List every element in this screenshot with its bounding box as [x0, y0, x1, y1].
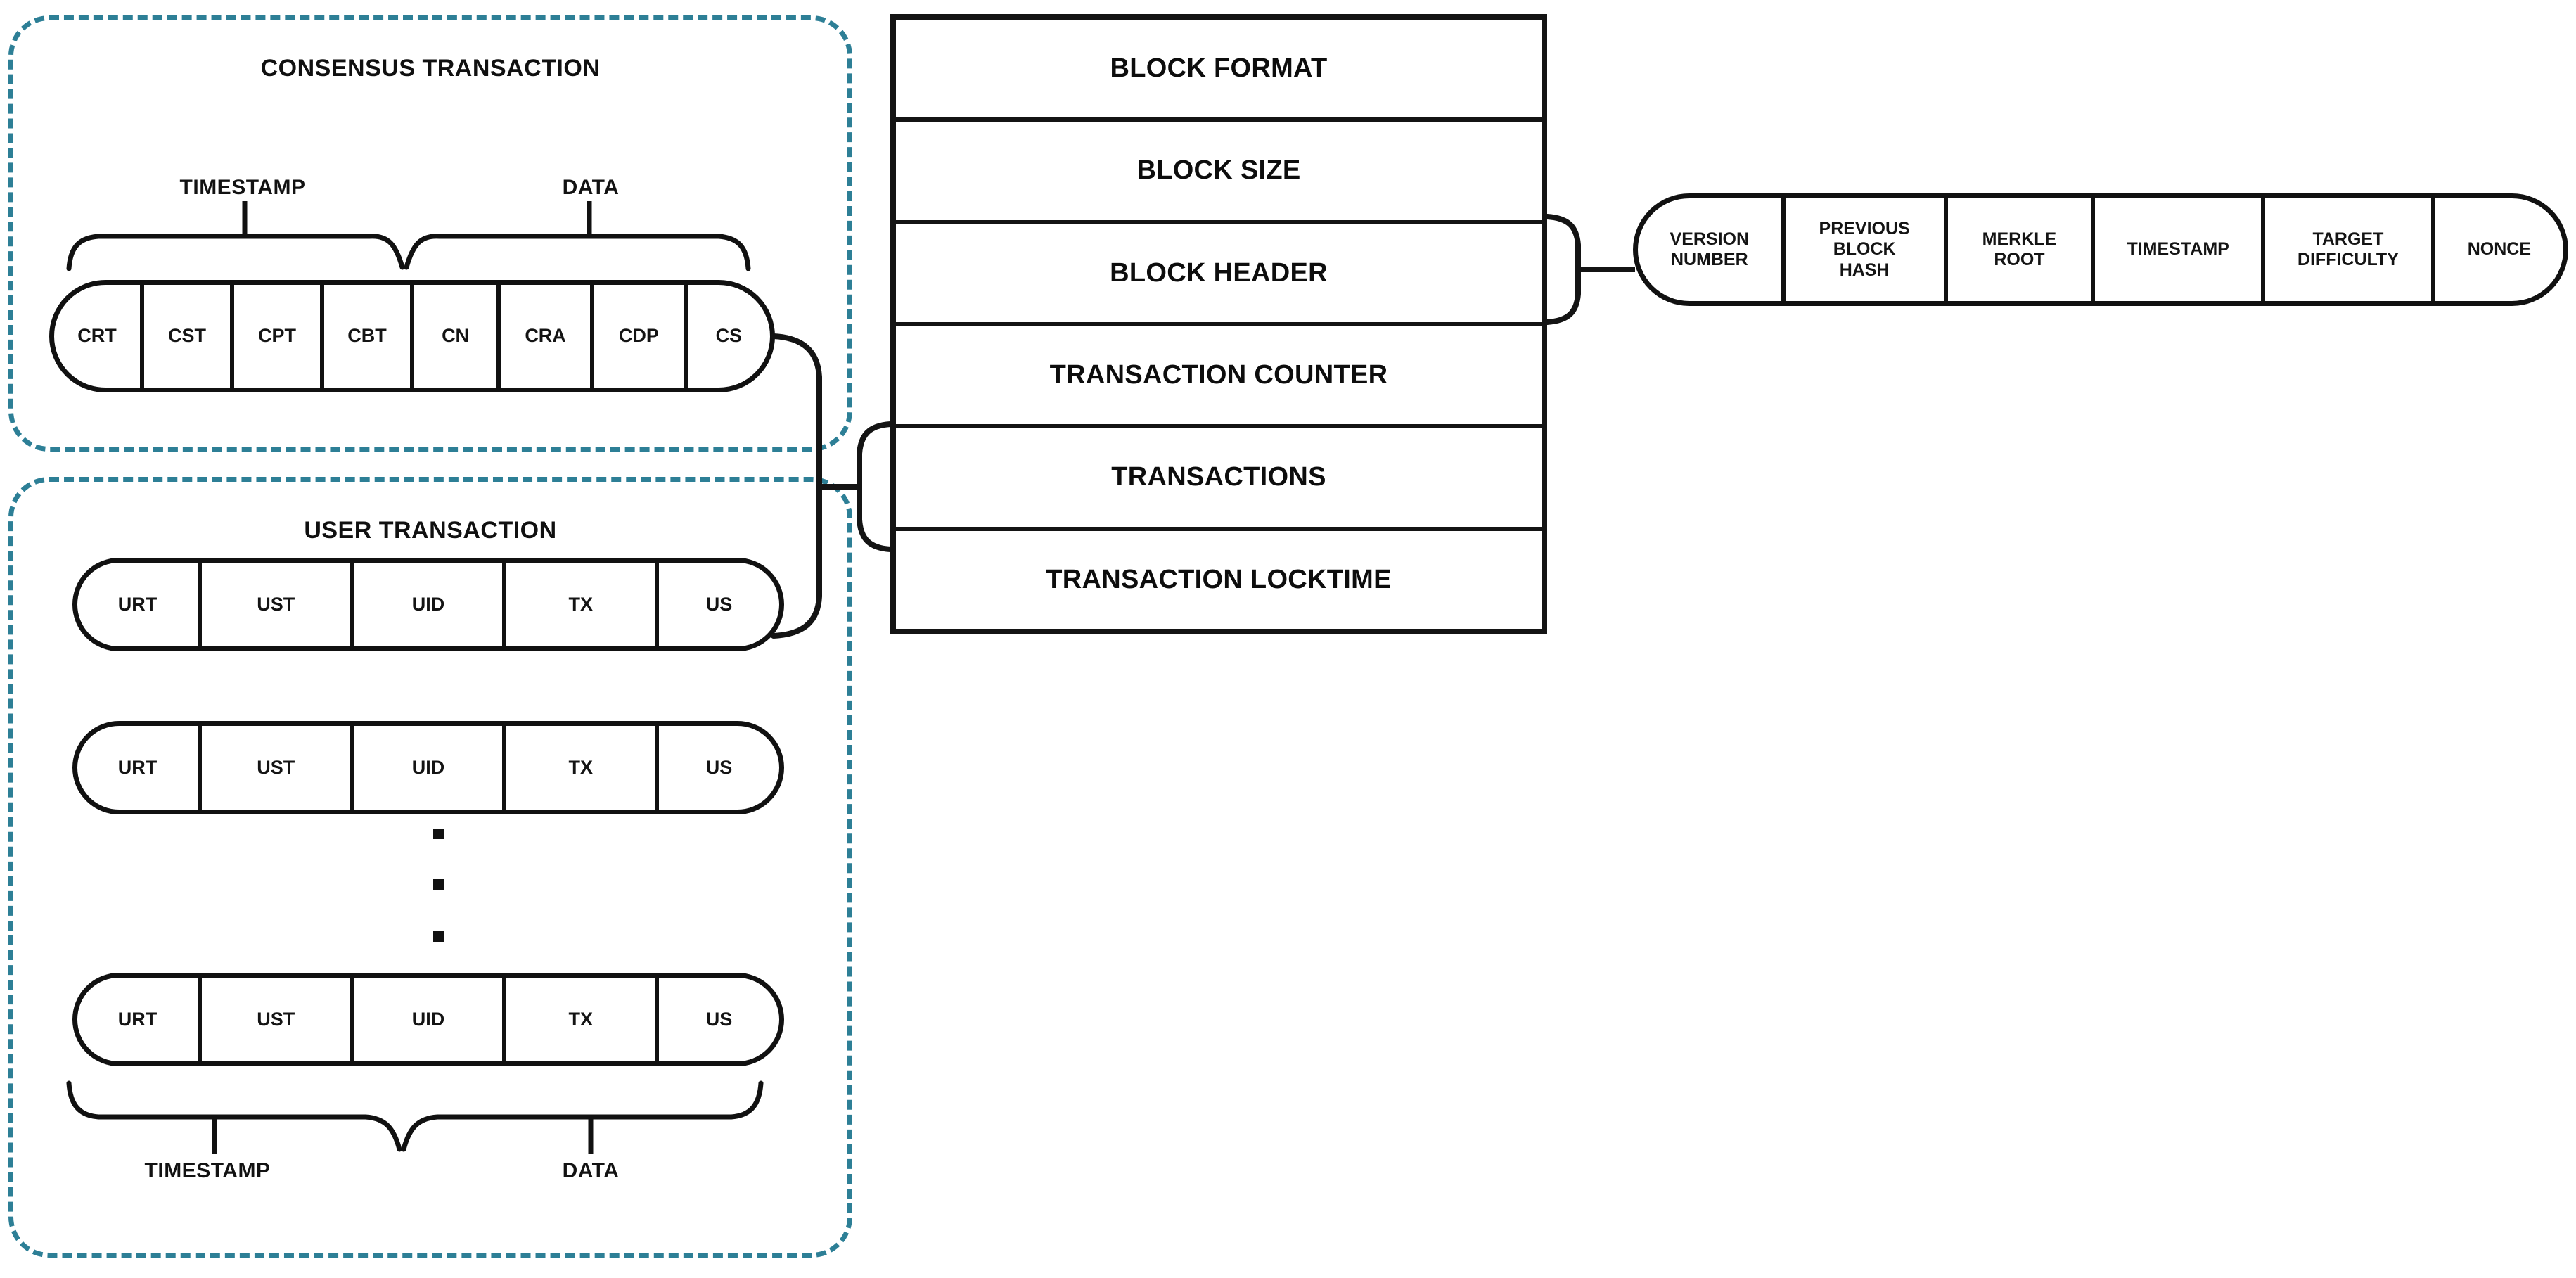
user-field-uid: UID — [354, 726, 507, 810]
user-field-us: US — [705, 1008, 733, 1030]
user-field-tx: TX — [506, 726, 660, 810]
consensus-field-cdp: CDP — [594, 285, 688, 388]
header-field-version-number: VERSION NUMBER — [1638, 198, 1786, 301]
user-transaction-title: USER TRANSACTION — [304, 517, 557, 544]
user-field-uid: UID — [354, 563, 507, 646]
vertical-ellipsis — [433, 829, 450, 955]
ellipsis-dot — [433, 879, 444, 890]
consensus-field-cst: CST — [144, 285, 234, 388]
block-header-bracket — [1544, 214, 1581, 325]
user-field-uid: UID — [354, 978, 507, 1061]
header-field-nonce: NONCE — [2467, 239, 2532, 260]
ellipsis-dot — [433, 829, 444, 839]
block-row-block-header: BLOCK HEADER — [896, 224, 1542, 326]
user-field-ust: UST — [202, 726, 354, 810]
block-header-capsule: VERSION NUMBER PREVIOUS BLOCK HASH MERKL… — [1633, 193, 2568, 306]
user-field-ust: UST — [202, 978, 354, 1061]
transactions-row-bracket — [857, 421, 893, 552]
user-field-tx: TX — [506, 978, 660, 1061]
user-field-us: US — [705, 593, 733, 615]
user-field-us: US — [705, 756, 733, 778]
consensus-field-cra: CRA — [501, 285, 594, 388]
user-transaction-row: URT UST UID TX US — [72, 558, 784, 651]
user-field-urt: URT — [77, 726, 202, 810]
block-row-transactions: TRANSACTIONS — [896, 428, 1542, 531]
block-structure-table: BLOCK FORMAT BLOCK SIZE BLOCK HEADER TRA… — [890, 14, 1547, 634]
ellipsis-dot — [433, 931, 444, 942]
header-field-timestamp: TIMESTAMP — [2095, 198, 2266, 301]
user-field-ust: UST — [202, 563, 354, 646]
consensus-transaction-group — [8, 15, 852, 452]
header-field-previous-block-hash: PREVIOUS BLOCK HASH — [1786, 198, 1948, 301]
consensus-transaction-title: CONSENSUS TRANSACTION — [260, 55, 601, 82]
block-row-block-size: BLOCK SIZE — [896, 122, 1542, 224]
block-row-block-format: BLOCK FORMAT — [896, 20, 1542, 122]
consensus-field-cs: CS — [715, 325, 743, 347]
consensus-field-cpt: CPT — [234, 285, 324, 388]
consensus-transaction-capsule: CRT CST CPT CBT CN CRA CDP CS — [49, 280, 775, 392]
header-field-target-difficulty: TARGET DIFFICULTY — [2265, 198, 2435, 301]
consensus-field-cbt: CBT — [324, 285, 414, 388]
header-field-merkle-root: MERKLE ROOT — [1948, 198, 2096, 301]
user-transaction-row: URT UST UID TX US — [72, 721, 784, 814]
user-data-brace-label: DATA — [562, 1159, 620, 1182]
consensus-timestamp-brace-label: TIMESTAMP — [179, 176, 306, 199]
user-field-urt: URT — [77, 978, 202, 1061]
consensus-field-crt: CRT — [54, 285, 144, 388]
user-field-urt: URT — [77, 563, 202, 646]
consensus-field-cn: CN — [414, 285, 501, 388]
user-field-tx: TX — [506, 563, 660, 646]
consensus-data-brace-label: DATA — [562, 176, 620, 199]
block-row-transaction-counter: TRANSACTION COUNTER — [896, 326, 1542, 429]
user-transaction-row: URT UST UID TX US — [72, 973, 784, 1066]
user-timestamp-brace-label: TIMESTAMP — [144, 1159, 271, 1182]
block-row-transaction-locktime: TRANSACTION LOCKTIME — [1046, 564, 1392, 594]
user-transaction-group — [8, 477, 852, 1258]
